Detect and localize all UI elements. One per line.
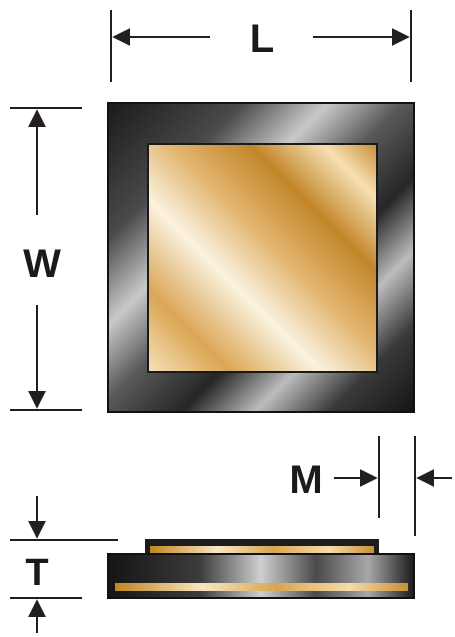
side-view-body	[107, 553, 415, 599]
component-top-view	[107, 102, 415, 413]
width-label: W	[23, 242, 61, 286]
width-dimension	[10, 107, 82, 411]
length-label: L	[250, 17, 274, 61]
side-view-top-gold-strip	[150, 546, 374, 553]
margin-label: M	[289, 458, 322, 502]
thickness-label: T	[25, 552, 48, 594]
top-view-gold-pad	[147, 143, 378, 373]
component-side-view	[107, 539, 415, 599]
side-view-bottom-gold-strip	[115, 583, 408, 591]
margin-dimension	[334, 436, 452, 536]
length-dimension	[110, 10, 412, 82]
thickness-dimension	[10, 496, 118, 633]
